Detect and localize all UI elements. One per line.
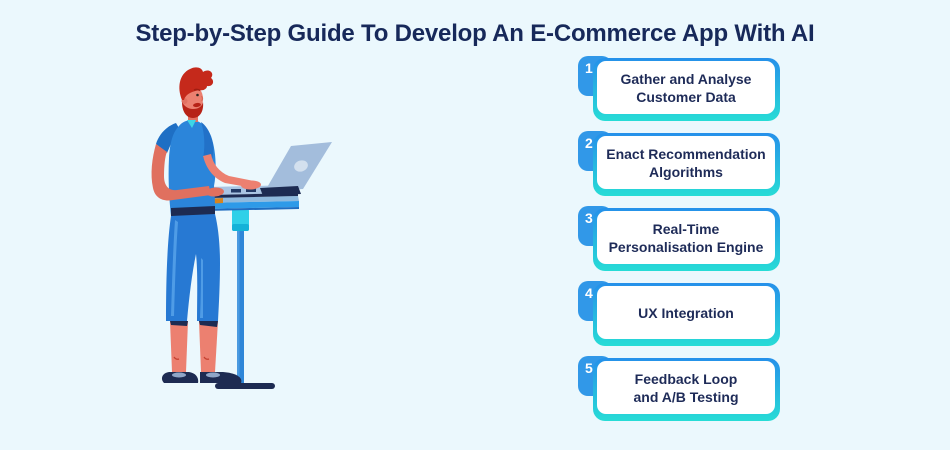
step-item: 4 UX Integration bbox=[578, 281, 780, 346]
beard bbox=[182, 102, 204, 118]
step-label-line: Customer Data bbox=[636, 88, 736, 105]
step-box: UX Integration bbox=[593, 283, 780, 346]
step-card: UX Integration bbox=[597, 286, 775, 339]
eye bbox=[196, 93, 199, 97]
step-label-line: and A/B Testing bbox=[633, 388, 739, 405]
nose bbox=[200, 95, 204, 102]
laptop bbox=[209, 142, 332, 198]
step-label-line: Gather and Analyse bbox=[620, 70, 752, 87]
head bbox=[179, 67, 214, 118]
laptop-logo bbox=[294, 160, 308, 172]
man-figure bbox=[151, 67, 261, 383]
step-label-line: Algorithms bbox=[649, 163, 723, 180]
hair bbox=[179, 67, 214, 100]
step-label-line: Enact Recommendation bbox=[606, 145, 766, 162]
arms bbox=[151, 144, 261, 201]
desk-top bbox=[205, 196, 299, 211]
man-illustration-svg bbox=[151, 67, 332, 389]
pants bbox=[166, 214, 220, 321]
standing-desk-stand bbox=[215, 209, 275, 389]
step-label-line: Feedback Loop bbox=[634, 370, 738, 387]
man-at-standing-desk-illustration bbox=[145, 58, 340, 398]
shoes bbox=[161, 372, 242, 383]
eyebrow bbox=[193, 88, 201, 92]
page-title: Step-by-Step Guide To Develop An E-Comme… bbox=[135, 20, 815, 47]
step-label-line: Personalisation Engine bbox=[608, 238, 764, 255]
step-label-line: UX Integration bbox=[638, 304, 734, 321]
step-label-line: Real-Time bbox=[652, 220, 720, 237]
collar bbox=[187, 120, 196, 128]
